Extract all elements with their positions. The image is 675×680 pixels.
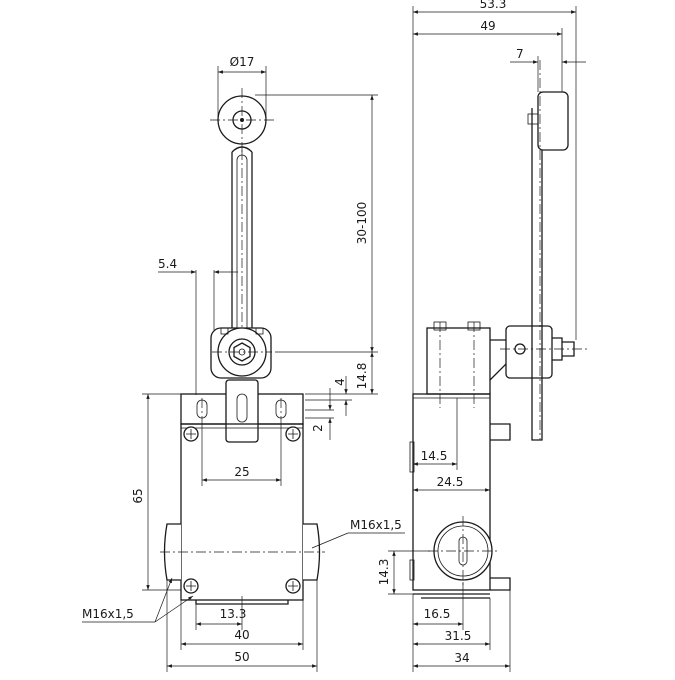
dim-offset-2: 2 (311, 424, 325, 432)
side-view: 53.3 49 7 14.5 24.5 14.3 (377, 0, 590, 672)
head-plate (180, 379, 304, 443)
dim-lever-length: 30-100 (355, 202, 369, 245)
dim-slot-width: 5.4 (158, 257, 177, 271)
dim-offset-4: 4 (333, 378, 347, 386)
dim-49: 49 (480, 19, 495, 33)
front-dimensions: Ø17 30-100 5.4 14.8 4 (82, 55, 405, 672)
dim-height: 65 (131, 488, 145, 503)
dim-thread-left: M16x1,5 (82, 607, 134, 621)
dim-roller-diameter: Ø17 (230, 55, 255, 69)
dim-mount-holes: 25 (234, 465, 249, 479)
dim-31-5: 31.5 (445, 629, 472, 643)
dim-50: 50 (234, 650, 249, 664)
side-lever-mount (500, 325, 590, 379)
side-lever (527, 60, 569, 441)
lever-hub (210, 327, 272, 379)
roller (210, 88, 274, 152)
switch-body (160, 423, 325, 605)
dim-7: 7 (516, 47, 524, 61)
side-head (426, 321, 511, 408)
side-dimensions: 53.3 49 7 14.5 24.5 14.3 (377, 0, 586, 672)
dim-14-5: 14.5 (421, 449, 448, 463)
front-view: Ø17 30-100 5.4 14.8 4 (82, 55, 405, 672)
dim-offset-14-8: 14.8 (355, 363, 369, 390)
dim-13-3: 13.3 (220, 607, 247, 621)
dim-24-5: 24.5 (437, 475, 464, 489)
dim-40: 40 (234, 628, 249, 642)
dim-16-5: 16.5 (424, 607, 451, 621)
dim-53-3: 53.3 (480, 0, 507, 11)
dim-34: 34 (454, 651, 469, 665)
dim-thread-right: M16x1,5 (350, 518, 402, 532)
dim-14-3: 14.3 (377, 559, 391, 586)
side-body (409, 393, 511, 599)
